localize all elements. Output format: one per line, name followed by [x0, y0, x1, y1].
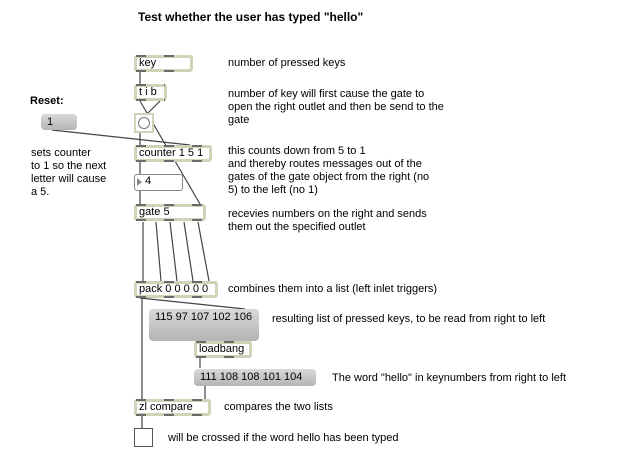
number-box[interactable]: 4 [134, 174, 183, 191]
zl-compare-object[interactable]: zl compare [134, 399, 211, 416]
zl-compare-comment: compares the two lists [224, 401, 333, 413]
trigger-object[interactable]: t i b [134, 84, 167, 101]
hello-comment: The word "hello" in keynumbers from righ… [332, 372, 567, 384]
result-toggle[interactable] [134, 428, 153, 447]
cord-pack-list[interactable] [139, 297, 246, 310]
reset-message[interactable]: 1 [41, 114, 77, 130]
toggle-comment: will be crossed if the word hello has be… [168, 432, 399, 444]
cord-gate-pack-2[interactable] [155, 221, 162, 282]
pressed-keys-comment: resulting list of pressed keys, to be re… [272, 313, 546, 325]
reset-comment: sets counter to 1 so the next letter wil… [31, 147, 107, 198]
gate-object[interactable]: gate 5 [134, 204, 206, 221]
reset-label: Reset: [30, 95, 64, 107]
bang-button[interactable] [134, 113, 154, 133]
pack-comment: combines them into a list (left inlet tr… [228, 283, 438, 295]
gate-comment: recevies numbers on the right and sends … [228, 208, 427, 233]
cord-gate-pack-5[interactable] [197, 221, 210, 282]
number-box-value: 4 [145, 175, 152, 187]
counter-object[interactable]: counter 1 5 1 [134, 145, 212, 162]
loadbang-object[interactable]: loadbang [194, 341, 252, 358]
cord-gate-pack-3[interactable] [169, 221, 178, 282]
hello-message[interactable]: 111 108 108 101 104 [194, 369, 316, 386]
key-comment: number of pressed keys [228, 57, 346, 69]
bang-circle-icon [138, 117, 150, 129]
number-triangle-icon [137, 178, 142, 186]
key-object[interactable]: key [134, 55, 193, 72]
page-title: Test whether the user has typed "hello" [138, 10, 364, 24]
cord-reset-counter[interactable] [51, 129, 191, 146]
pressed-keys-message[interactable]: 115 97 107 102 106 [149, 309, 259, 341]
counter-comment: this counts down from 5 to 1 and thereby… [228, 145, 430, 196]
cord-gate-pack-4[interactable] [183, 221, 194, 282]
cord-tib-bang[interactable] [146, 100, 161, 115]
pack-object[interactable]: pack 0 0 0 0 0 [134, 281, 218, 298]
trigger-comment: number of key will first cause the gate … [228, 88, 444, 126]
